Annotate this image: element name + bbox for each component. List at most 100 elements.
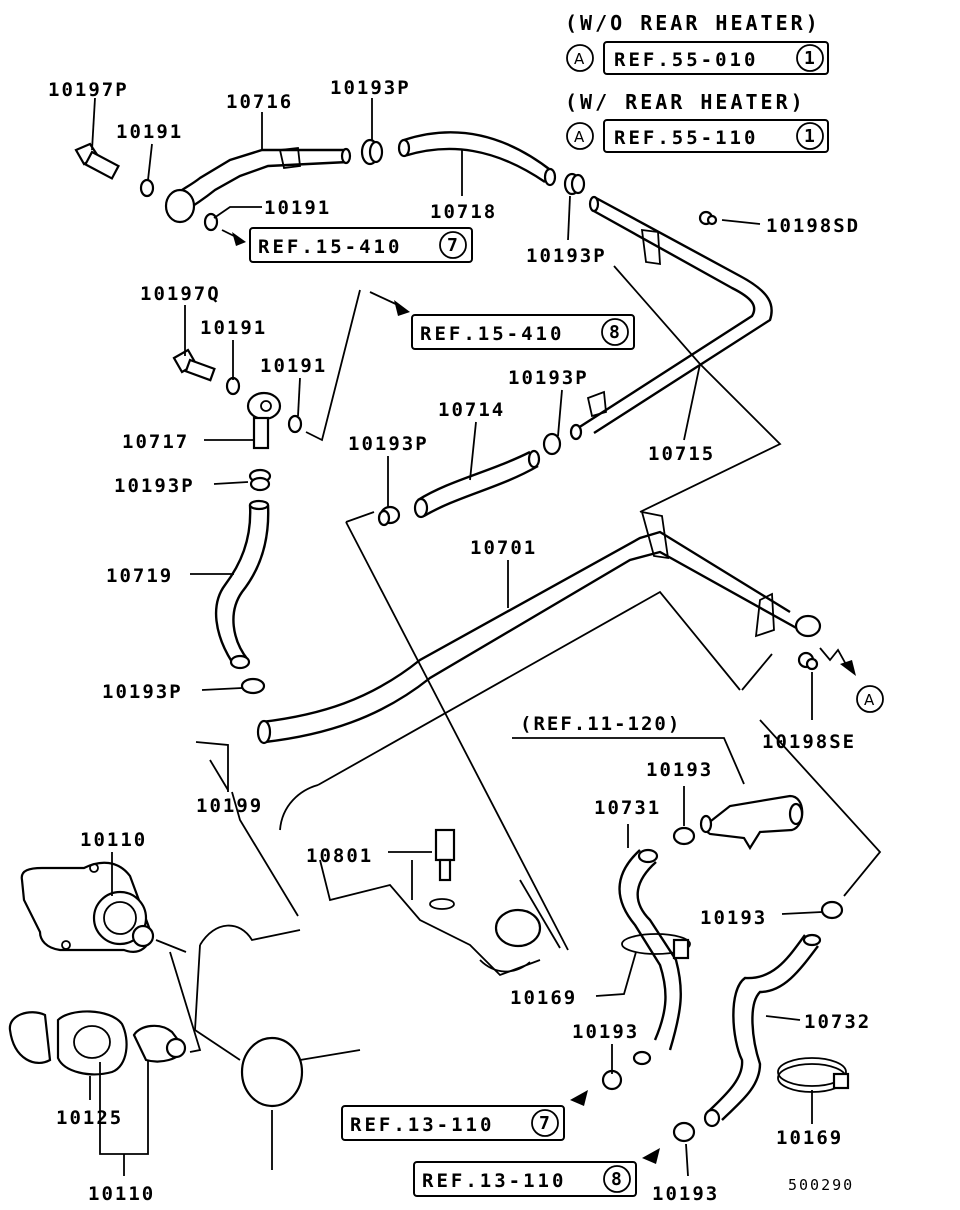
ref-55-010-label: REF.55-010 [614,49,758,71]
clamp-10193P-mid[interactable] [563,172,586,196]
label-10197P: 10197P [48,79,129,101]
ref-13-110-8[interactable]: REF.13-110 8 [413,1148,660,1197]
clamp-10193-b[interactable] [820,900,844,920]
arrow-icon [394,300,410,316]
washer-10191-c[interactable] [225,376,241,396]
clamp-10193P-g[interactable] [377,505,401,527]
label-10198SE: 10198SE [762,731,856,753]
clamp-10193-d[interactable] [672,1121,696,1143]
clamp-10193P-f[interactable] [248,468,272,492]
label-10193P-g: 10193P [348,433,429,455]
ref-15-410-7-num: 7 [447,235,458,256]
label-10169-b: 10169 [776,1127,843,1149]
ref-15-410-8-num: 8 [609,322,620,343]
clamp-10169-a[interactable] [621,933,691,960]
clamp-10193P-e[interactable] [542,432,562,456]
hose-10719-part[interactable] [214,499,270,670]
bolt-10198SD-part[interactable] [698,210,718,226]
ref-13-110-7-num: 7 [539,1113,550,1134]
pipe-10715-part[interactable] [569,195,773,441]
ref-15-410-7-label: REF.15-410 [258,236,402,258]
fitting-10717-part[interactable] [246,391,282,450]
ref-13-110-7-label: REF.13-110 [350,1114,494,1136]
ref-13-110-7[interactable]: REF.13-110 7 [341,1090,588,1141]
arrow-icon [840,660,856,676]
label-10193P-h: 10193P [102,681,183,703]
ref-55-110-box[interactable] [603,119,829,153]
label-10801: 10801 [306,845,373,867]
leader-lines [89,97,882,1177]
ref-15-410-8[interactable]: REF.15-410 8 [369,291,635,350]
ref-15-410-7[interactable]: REF.15-410 7 [221,227,473,263]
label-10198SD: 10198SD [766,215,860,237]
bolt-10198SE-part[interactable] [797,651,819,671]
pipe-ref-11-120-part[interactable] [699,794,804,851]
label-10197Q: 10197Q [140,283,221,305]
arrow-icon [570,1090,588,1106]
bolt-10197Q-part[interactable] [172,348,216,382]
ref-55-010-num: 1 [804,48,815,69]
gasket-10125-part[interactable] [8,1010,187,1076]
marker-a-label: A [574,50,585,68]
label-10199: 10199 [196,795,263,817]
thermostat-housing-10110-part[interactable] [20,861,155,953]
label-10191-d: 10191 [260,355,327,377]
label-10191-a: 10191 [116,121,183,143]
without-rear-heater-heading: (W/O REAR HEATER) [565,11,821,35]
with-rear-heater-heading: (W/ REAR HEATER) [565,90,806,114]
label-10193P-top: 10193P [330,77,411,99]
ref-55-110-label: REF.55-110 [614,127,758,149]
ref-55-010-box[interactable] [603,41,829,75]
label-10732: 10732 [804,1011,871,1033]
hose-10714-part[interactable] [413,449,541,519]
marker-a-label-2: A [574,128,585,146]
label-10193-c: 10193 [572,1021,639,1043]
label-10716: 10716 [226,91,293,113]
arrow-icon [642,1148,660,1164]
label-10715: 10715 [648,443,715,465]
pipe-10701-part[interactable] [256,510,822,745]
label-10169-a: 10169 [510,987,577,1009]
sensor-10801-part[interactable] [434,828,456,882]
marker-a-right-label: A [864,691,875,709]
ref-13-110-8-label: REF.13-110 [422,1170,566,1192]
diagram-code: 500290 [788,1176,854,1194]
label-ref-11-120: (REF.11-120) [520,713,681,735]
ref-55-010-num-circle [796,44,824,72]
label-10193P-f: 10193P [114,475,195,497]
clamp-10169-b[interactable] [777,1057,850,1093]
label-10193-d: 10193 [652,1183,719,1205]
clamp-10193P-h[interactable] [240,677,266,695]
hose-10718-part[interactable] [397,131,557,187]
label-10110-bot: 10110 [88,1183,155,1205]
label-10718: 10718 [430,201,497,223]
label-10191-b: 10191 [264,197,331,219]
label-10193P-e: 10193P [508,367,589,389]
marker-a-right[interactable]: A [819,647,884,713]
clamp-10193-a[interactable] [672,826,696,846]
engine-block-outline [194,590,741,1170]
label-10731: 10731 [594,797,661,819]
label-10719: 10719 [106,565,173,587]
label-10193P-mid: 10193P [526,245,607,267]
label-10193-b: 10193 [700,907,767,929]
label-10191-c: 10191 [200,317,267,339]
label-10717: 10717 [122,431,189,453]
arrow-icon [232,232,246,246]
hose-10731-part[interactable] [618,848,682,1066]
ref-55-110-num: 1 [804,126,815,147]
washer-10191-a[interactable] [139,178,155,198]
pipe-10716-part[interactable] [164,147,352,224]
label-10714: 10714 [438,399,505,421]
label-10110-top: 10110 [80,829,147,851]
marker-a-circle-2 [566,122,594,150]
hose-10732-part[interactable] [703,933,822,1128]
marker-a-circle [566,44,594,72]
ref-55-110-num-circle [796,122,824,150]
label-10125: 10125 [56,1107,123,1129]
clamp-10193P-top[interactable] [360,138,384,166]
bolt-10197P-part[interactable] [74,142,120,180]
label-10193-a: 10193 [646,759,713,781]
washer-10191-d[interactable] [287,414,303,434]
